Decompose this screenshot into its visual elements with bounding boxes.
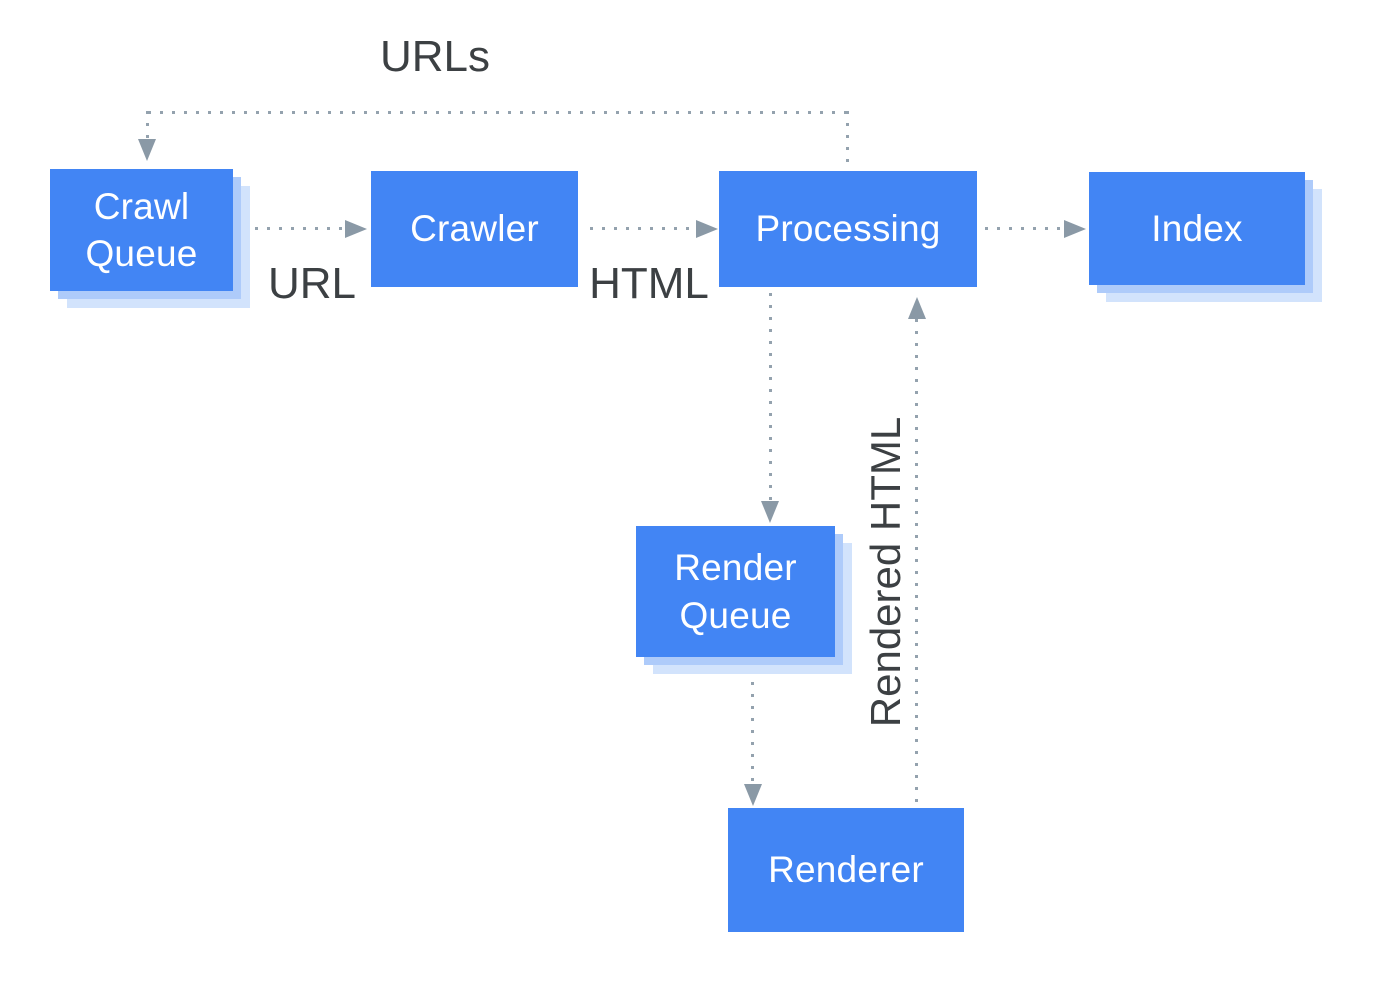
arrowhead-into-renderer-icon: [744, 784, 762, 806]
node-processing: Processing: [719, 171, 977, 287]
arrowhead-into-crawl-queue-icon: [138, 139, 156, 161]
edge-processing-to-index-line: [985, 227, 1064, 230]
arrowhead-into-crawler-icon: [345, 220, 367, 238]
edge-render-queue-to-renderer-line: [751, 682, 754, 784]
node-crawler-label: Crawler: [410, 208, 539, 250]
feedback-loop-left-vertical-line: [146, 111, 149, 139]
edge-processing-to-render-queue-line: [769, 293, 772, 501]
node-render-queue-label-line2: Queue: [679, 594, 792, 636]
node-renderer: Renderer: [728, 808, 964, 932]
node-render-queue-label-line1: Render: [674, 547, 797, 589]
edge-crawl-queue-to-crawler-line: [255, 227, 345, 230]
edge-crawler-to-processing-line: [590, 227, 696, 230]
feedback-loop-right-vertical-line: [846, 111, 849, 171]
node-crawler: Crawler: [371, 171, 578, 287]
node-processing-label: Processing: [755, 208, 941, 250]
node-crawl-queue-label-line2: Queue: [85, 233, 198, 274]
arrowhead-into-render-queue-icon: [761, 501, 779, 523]
node-index-label: Index: [1151, 207, 1243, 249]
edge-renderer-to-processing-line: [915, 319, 918, 808]
node-crawl-queue: Crawl Queue: [50, 169, 233, 291]
node-renderer-label: Renderer: [768, 849, 924, 891]
rendered-html-edge-label: Rendered HTML: [862, 416, 909, 728]
url-edge-label: URL: [267, 259, 357, 308]
urls-edge-label: URLs: [379, 32, 491, 81]
feedback-loop-horizontal-line: [148, 111, 848, 114]
node-crawl-queue-label-line1: Crawl: [93, 185, 190, 227]
node-index: Index: [1089, 172, 1305, 285]
arrowhead-into-index-icon: [1064, 220, 1086, 238]
html-edge-label: HTML: [589, 259, 709, 308]
arrowhead-into-processing-bottom-icon: [908, 297, 926, 319]
node-render-queue: Render Queue: [636, 526, 835, 657]
arrowhead-into-processing-icon: [696, 220, 718, 238]
